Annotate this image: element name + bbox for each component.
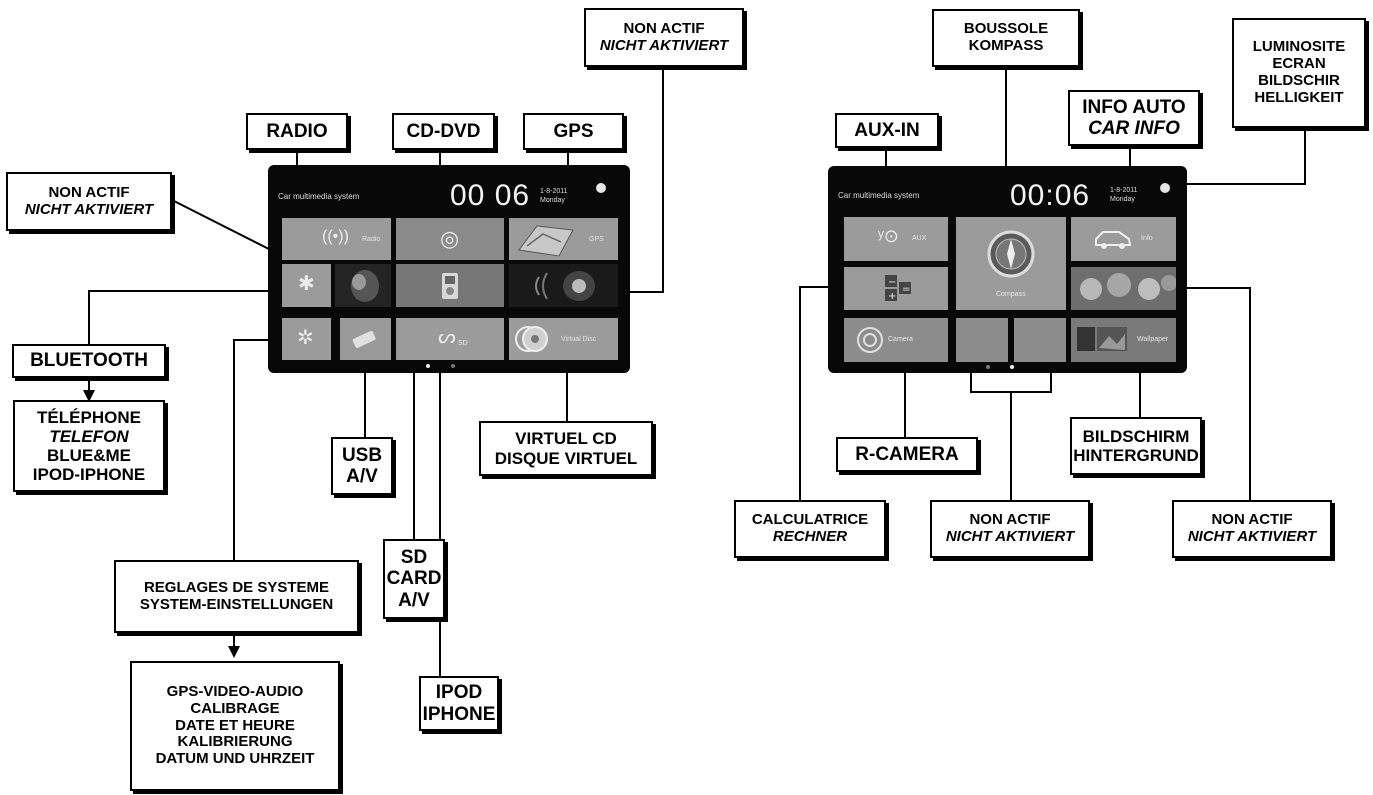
screen-clock: 00:06 [1010,179,1091,212]
tile-music-image[interactable] [335,264,391,307]
label-telephone: TÉLÉPHONE TELEFON BLUE&ME IPOD-IPHONE [13,400,165,492]
tile-info[interactable]: Info [1071,217,1176,261]
label-non-actif-right: NON ACTIF NICHT AKTIVIERT [1172,500,1332,558]
line-non-actif-right [1160,287,1251,500]
disc-icon: ◎ [440,226,460,251]
page-dot[interactable] [451,364,455,368]
screen-title: Car multimedia system [838,191,920,200]
svg-text:=: = [902,284,910,295]
calculator-icon: − + = [885,275,911,302]
tile-blank-1[interactable] [956,318,1008,362]
tile-wallpaper[interactable]: Wallpaper [1071,318,1176,362]
screen-clock: 00 06 [450,179,531,212]
label-calculatrice: CALCULATRICE RECHNER [734,500,886,558]
tile-usb[interactable] [340,318,391,360]
right-screen: Car multimedia system 00:06 1-8-2011 Mon… [828,166,1187,373]
label-r-camera: R-CAMERA [836,437,978,472]
status-dot [1160,183,1170,193]
label-non-actif-top: NON ACTIF NICHT AKTIVIERT [584,8,744,67]
camera-icon [857,327,883,353]
page-dot[interactable] [986,365,990,369]
tile-settings[interactable]: ✲ [282,318,331,360]
label-virtuel-cd: VIRTUEL CD DISQUE VIRTUEL [479,421,653,476]
tile-radio[interactable]: ((•)) Radio [282,218,391,260]
tile-cd-dvd[interactable]: ◎ [396,218,504,260]
gear-icon: ✲ [297,327,314,349]
aux-icon: ʸ⊙ [878,226,899,246]
label-bluetooth: BLUETOOTH [12,344,166,378]
music-player-image [351,270,379,302]
label-aux-in: AUX-IN [835,113,939,148]
speaker-icon [535,271,595,301]
tile-ipod[interactable] [396,264,504,307]
bluetooth-icon: ✱ [298,273,315,295]
photo-image [1080,273,1176,300]
label-reglages: REGLAGES DE SYSTEME SYSTEM-EINSTELLUNGEN [114,560,359,633]
ipod-icon [442,273,458,299]
wallpaper-icon [1077,327,1127,351]
usb-stick-icon [352,330,376,348]
label-gps: GPS [523,113,624,150]
line-luminosite [1180,128,1306,185]
tile-speaker[interactable] [509,264,618,307]
tile-calculator[interactable]: − + = [844,267,948,310]
label-non-actif-mid: NON ACTIF NICHT AKTIVIERT [930,500,1090,558]
tile-compass[interactable]: Compass [956,217,1066,310]
left-screen: Car multimedia system 00 06 1-8-2011 Mon… [268,165,630,373]
screen-title: Car multimedia system [278,192,360,201]
label-usb: USB A/V [331,437,393,495]
compass-icon [987,230,1035,278]
svg-text:−: − [888,277,896,288]
label-non-actif-left: NON ACTIF NICHT AKTIVIERT [6,172,172,231]
page-dot-active[interactable] [1010,365,1014,369]
car-icon [1095,231,1132,249]
screen-date: 1-8-2011 Monday [1110,187,1138,204]
virtual-disc-icon [515,326,548,352]
label-luminosite: LUMINOSITE ECRAN BILDSCHIR HELLIGKEIT [1232,18,1366,128]
tile-gps[interactable]: GPS [509,218,618,260]
line-bluetooth [88,290,297,344]
label-info-auto: INFO AUTO CAR INFO [1068,90,1200,146]
label-cd-dvd: CD-DVD [392,113,495,150]
tile-aux[interactable]: ʸ⊙ AUX [844,217,948,261]
tile-bluetooth[interactable]: ✱ [282,264,331,307]
tile-blank-2[interactable] [1014,318,1066,362]
radio-waves-icon: ((•)) [322,228,349,245]
tile-virtual-disc[interactable]: Virtual Disc [509,318,618,360]
tile-photos[interactable] [1071,267,1176,310]
svg-text:+: + [888,291,896,302]
label-radio: RADIO [246,113,348,150]
label-bildschirm: BILDSCHIRM HINTERGRUND [1070,417,1202,475]
tile-camera[interactable]: Camera [844,318,948,362]
label-boussole: BOUSSOLE KOMPASS [932,9,1080,67]
sd-card-icon: ᔕ [438,326,456,348]
label-ipod: IPOD IPHONE [419,676,499,731]
map-icon [518,225,574,257]
status-dot [596,183,606,193]
label-gps-video-audio: GPS-VIDEO-AUDIO CALIBRAGE DATE ET HEURE … [130,661,340,791]
page-dot-active[interactable] [426,364,430,368]
tile-sd[interactable]: ᔕ SD [396,318,504,360]
line-reglages [233,339,300,560]
screen-date: 1-8-2011 Monday [540,188,568,205]
label-sd-card: SD CARD A/V [383,539,445,619]
